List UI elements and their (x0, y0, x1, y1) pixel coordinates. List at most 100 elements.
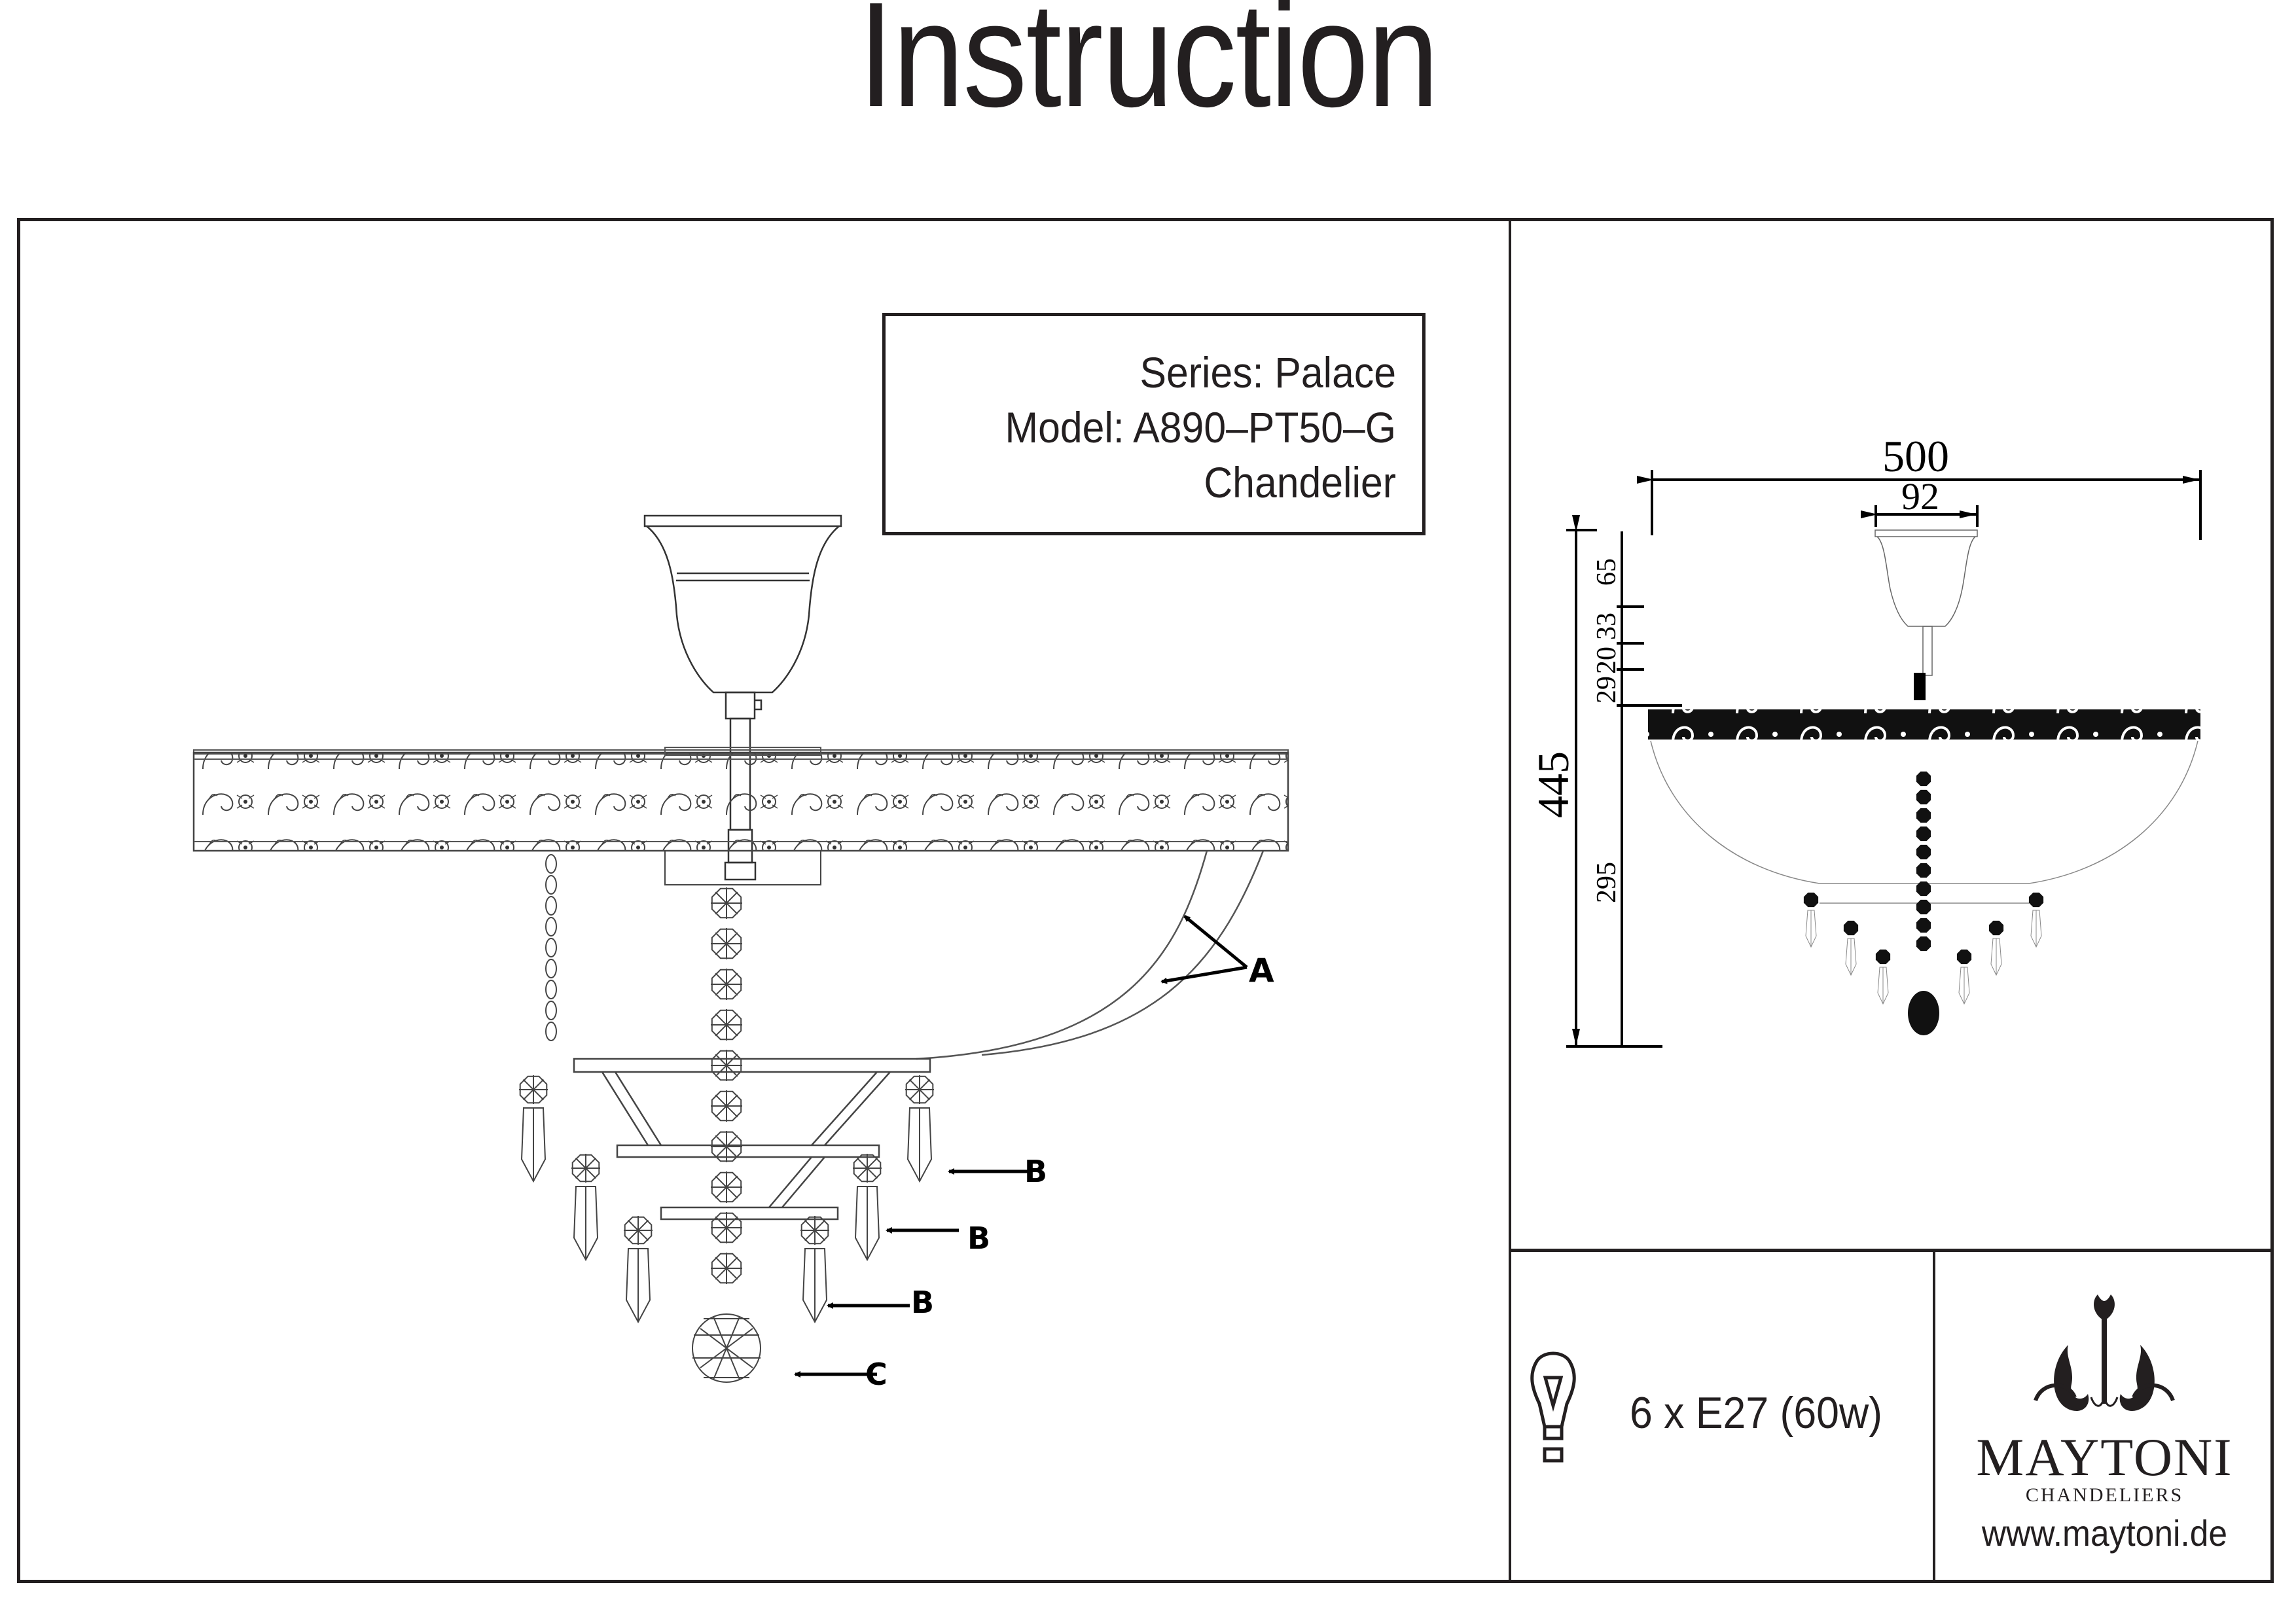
strand-octagon-crystal (711, 1131, 742, 1162)
dim-strand-crystal (1916, 881, 1931, 897)
dim-canopy-height: 65 (1592, 558, 1622, 586)
model-label: Model: A890–PT50–G (1005, 403, 1396, 452)
crystal-pendants (519, 1075, 934, 1324)
dim-pendant-prism (1958, 967, 1970, 1005)
octagon-facet-lines (711, 1050, 742, 1081)
pendant-octagon-crystal (624, 1216, 653, 1245)
dim-strand-crystal (1916, 808, 1931, 823)
callout-b-inner: B (911, 1285, 934, 1320)
dim-pendant-prism (2030, 910, 2042, 948)
dim-pendant-crystal (1843, 920, 1859, 936)
dim-pendant-crystal (1803, 892, 1819, 908)
strand-octagon-crystal (711, 1090, 742, 1122)
octagon-facet-lines (711, 887, 742, 919)
pendant-prism-crystal (854, 1186, 880, 1262)
dim-strand-crystal (1916, 863, 1931, 878)
main-divider (1509, 218, 1511, 1583)
dim-stem-lower: 20 (1592, 647, 1622, 674)
dimension-pendants (1803, 771, 2044, 1005)
dimension-fixture (1874, 529, 1978, 676)
bottom-right-divider (1933, 1249, 1935, 1583)
right-horizontal-divider (1509, 1249, 2274, 1252)
dim-strand-crystal (1916, 844, 1931, 860)
pendant-octagon-crystal (853, 1154, 882, 1183)
pendant-octagon-crystal (800, 1216, 829, 1245)
strand-octagon-crystal (711, 887, 742, 919)
front-view-drawing: A B B B C (192, 514, 1289, 1392)
dim-band-height: 29 (1592, 676, 1622, 704)
glass-bowl-shade (916, 850, 1265, 1060)
pendant-octagon-crystal (519, 1075, 548, 1104)
octagon-facet-lines (711, 928, 742, 959)
decorative-band (192, 747, 1289, 885)
strand-octagon-crystal (711, 1253, 742, 1284)
dimension-socket (1914, 673, 1926, 700)
strand-octagon-crystal (711, 1212, 742, 1243)
octagon-facet-lines (711, 1009, 742, 1041)
series-label: Series: Palace (1139, 348, 1396, 397)
dim-pendant-crystal (1988, 920, 2004, 936)
strand-octagon-crystal (711, 1050, 742, 1081)
dim-pendant-crystal (1956, 949, 1972, 965)
suspension-chain (545, 854, 557, 1041)
central-crystal-strand (711, 887, 742, 1284)
callout-b-outer: B (1024, 1154, 1047, 1189)
dim-pendant-prism (1805, 910, 1817, 948)
crystal-ball (692, 1313, 761, 1383)
callout-b-middle: B (967, 1221, 990, 1256)
dim-pendant-prism (1990, 938, 2002, 976)
callout-c: C (865, 1357, 888, 1392)
octagon-facet-lines (711, 1171, 742, 1203)
octagon-facet-lines (711, 1253, 742, 1284)
brand-subtitle: CHANDELIERS (2025, 1484, 2184, 1506)
octagon-facet-lines (711, 1212, 742, 1243)
strand-octagon-crystal (711, 1009, 742, 1041)
dimension-drawing: 500 92 445 65 33 20 29 295 (1528, 431, 2202, 1048)
drawing-frame (17, 218, 2274, 1583)
octagon-facet-lines (905, 1075, 934, 1104)
pendant-octagon-crystal (905, 1075, 934, 1104)
light-bulb-icon (1530, 1351, 1576, 1463)
dim-width-overall: 500 (1882, 431, 1949, 481)
brand-name: MAYTONI (1976, 1427, 2233, 1487)
dimension-band (1648, 709, 2200, 740)
dim-strand-crystal (1916, 771, 1931, 787)
dim-strand-crystal (1916, 918, 1931, 933)
octagon-facet-lines (711, 1131, 742, 1162)
product-type-label: Chandelier (1204, 458, 1396, 507)
octagon-facet-lines (853, 1154, 882, 1183)
pendant-prism-crystal (573, 1186, 599, 1262)
dim-strand-crystal (1916, 789, 1931, 805)
pendant-prism-crystal (802, 1248, 828, 1324)
strand-octagon-crystal (711, 1171, 742, 1203)
octagon-facet-lines (711, 1090, 742, 1122)
dim-strand-crystal (1916, 899, 1931, 915)
brand-website-link[interactable]: www.maytoni.de (1981, 1512, 2228, 1554)
dim-pendant-prism (1877, 967, 1889, 1005)
dim-strand-crystal (1916, 936, 1931, 952)
pendant-prism-crystal (906, 1107, 933, 1183)
strand-octagon-crystal (711, 969, 742, 1000)
tier-frame (573, 1058, 931, 1221)
octagon-facet-lines (624, 1216, 653, 1245)
callout-a: A (1249, 952, 1274, 990)
pendant-prism-crystal (625, 1248, 651, 1324)
dim-pendant-crystal (1875, 949, 1891, 965)
pendant-octagon-crystal (571, 1154, 600, 1183)
product-info-box: Series: Palace Model: A890–PT50–G Chande… (882, 313, 1426, 535)
callout-arrows (794, 915, 1248, 1378)
dim-strand-crystal (1916, 826, 1931, 842)
octagon-facet-lines (800, 1216, 829, 1245)
lamp-spec-text: 6 x E27 (60w) (1630, 1388, 1882, 1438)
pendant-prism-crystal (520, 1107, 547, 1183)
octagon-facet-lines (519, 1075, 548, 1104)
dimension-crystal-ball (1908, 991, 1939, 1035)
octagon-facet-lines (711, 969, 742, 1000)
dim-height-overall: 445 (1528, 751, 1578, 818)
dim-stem-segment: 33 (1592, 613, 1622, 640)
chandelier-ornament-icon (2034, 1294, 2175, 1411)
dim-pendant-prism (1845, 938, 1857, 976)
strand-octagon-crystal (711, 928, 742, 959)
document-title: Instruction (858, 0, 1439, 138)
dim-bowl-height: 295 (1592, 862, 1622, 903)
